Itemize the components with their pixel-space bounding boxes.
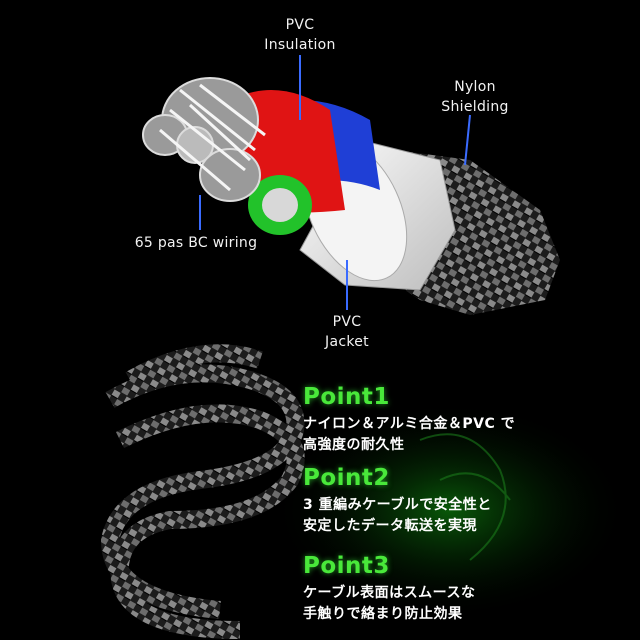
coil-glow [270,400,630,620]
point2-title: Point2 [303,465,390,491]
pvc-insulation-line2: Insulation [264,37,336,53]
point1-line2: 高強度の耐久性 [303,437,405,453]
wiring-label: 65 pas BC wiring [134,235,258,251]
point3-line1: ケーブル表面はスムースな [303,585,476,601]
point2-line2: 安定したデータ転送を実現 [303,518,477,534]
point1-text: ナイロン＆アルミ合金＆PVC で 高強度の耐久性 [303,414,633,456]
nylon-shielding-line1: Nylon [454,79,496,95]
point2-text: 3 重編みケーブルで安全性と 安定したデータ転送を実現 [303,495,633,537]
coiled-cable [100,344,305,639]
point3-text: ケーブル表面はスムースな 手触りで絡まり防止効果 [303,583,633,625]
nylon-shielding-label: Nylon Shielding [432,77,518,117]
point3-title: Point3 [303,553,390,579]
point1-title: Point1 [303,384,390,410]
pvc-jacket-line1: PVC [332,314,362,330]
bare-wire-strands [142,77,266,202]
nylon-shielding-line2: Shielding [441,99,509,115]
callout-lines [199,55,471,310]
point2-line1: 3 重編みケーブルで安全性と [303,497,492,513]
point3-line2: 手触りで絡まり防止効果 [303,606,463,622]
pvc-insulation-label: PVC Insulation [258,15,342,55]
point1-line1: ナイロン＆アルミ合金＆PVC で [303,416,516,432]
pvc-jacket-line2: Jacket [325,334,369,350]
pvc-insulation-line1: PVC [285,17,315,33]
pvc-jacket-label: PVC Jacket [312,312,382,352]
